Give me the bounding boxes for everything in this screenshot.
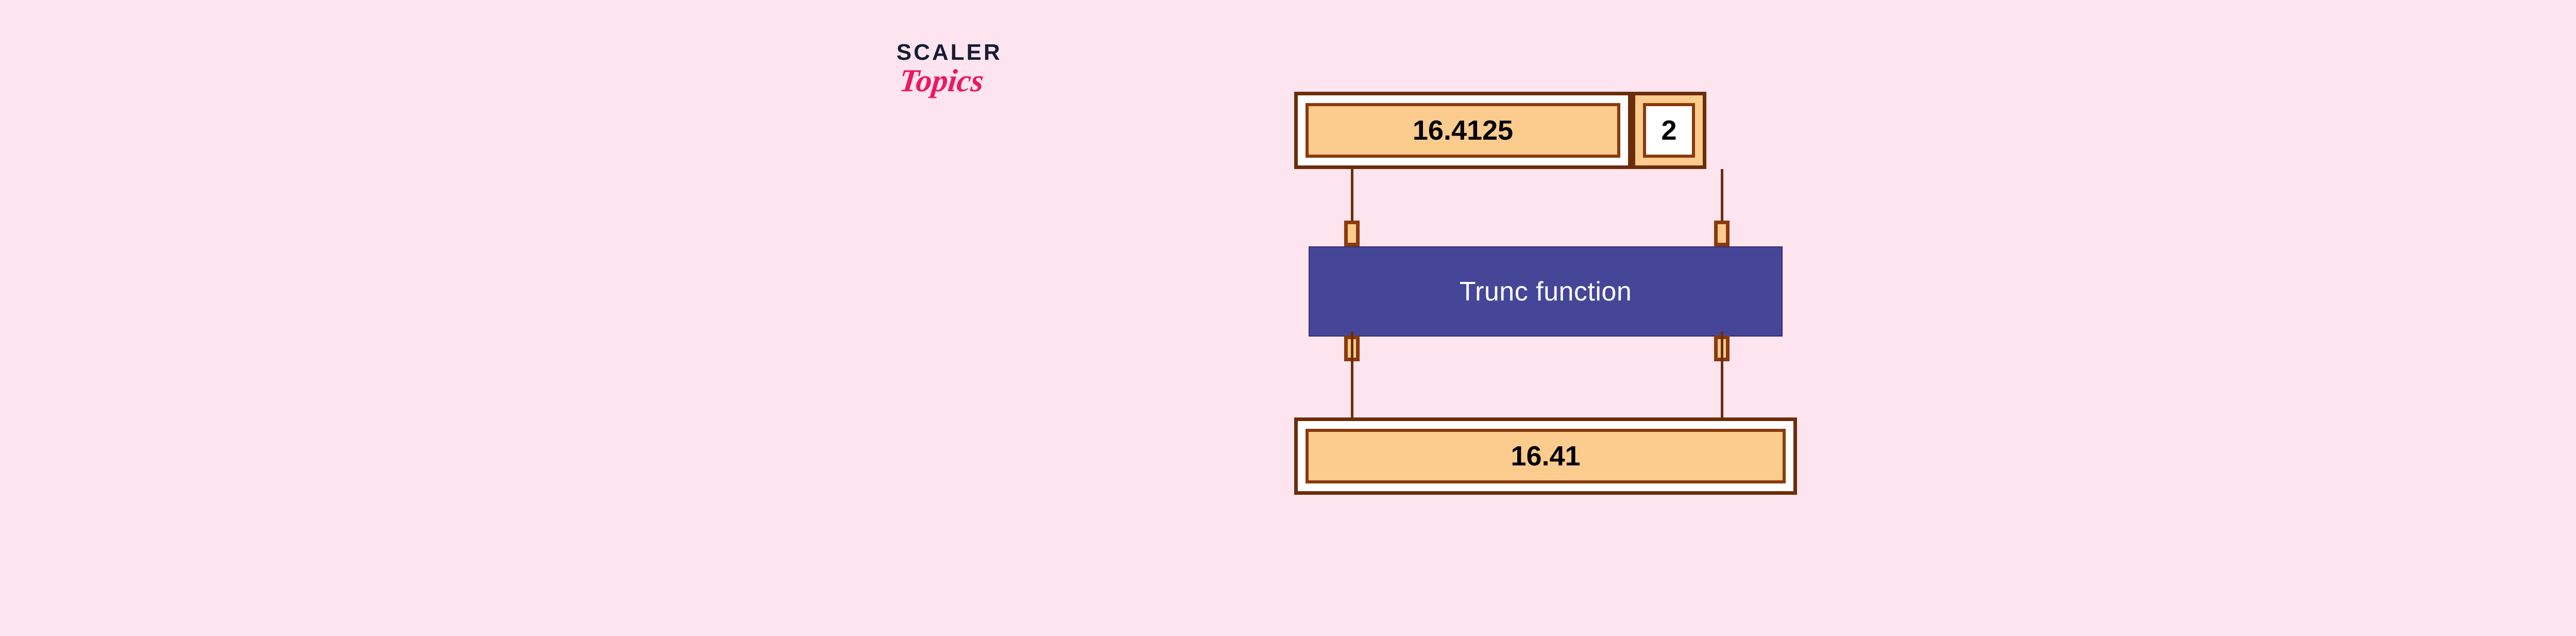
- precision-chip: 2: [1643, 103, 1695, 158]
- logo-wordmark-scaler: SCALER: [896, 40, 1002, 65]
- connector-pin-precision: [1714, 221, 1730, 246]
- precision-label: 2: [1661, 115, 1677, 146]
- connector-line-input-value: [1351, 169, 1353, 252]
- output-value-chip: 16.41: [1306, 429, 1786, 483]
- output-value-box: 16.41: [1294, 417, 1797, 495]
- connector-pin-input-value: [1344, 221, 1360, 246]
- input-value-box: 16.4125: [1294, 92, 1632, 169]
- trunc-function-label: Trunc function: [1459, 276, 1632, 307]
- trunc-function-box: Trunc function: [1309, 246, 1783, 337]
- output-value-label: 16.41: [1511, 441, 1581, 472]
- trunc-function-diagram: 16.4125 2 Trunc function 16.41: [1294, 92, 1799, 540]
- input-value-label: 16.4125: [1412, 115, 1514, 146]
- scaler-topics-logo: SCALER Topics: [896, 41, 1051, 113]
- logo-wordmark-topics: Topics: [897, 63, 986, 98]
- connector-line-output-right: [1721, 331, 1723, 419]
- input-value-chip: 16.4125: [1306, 103, 1620, 158]
- precision-box: 2: [1632, 92, 1706, 169]
- connector-line-output-left: [1351, 331, 1353, 419]
- connector-line-precision: [1721, 169, 1723, 252]
- diagram-input-row: 16.4125 2: [1294, 92, 1706, 169]
